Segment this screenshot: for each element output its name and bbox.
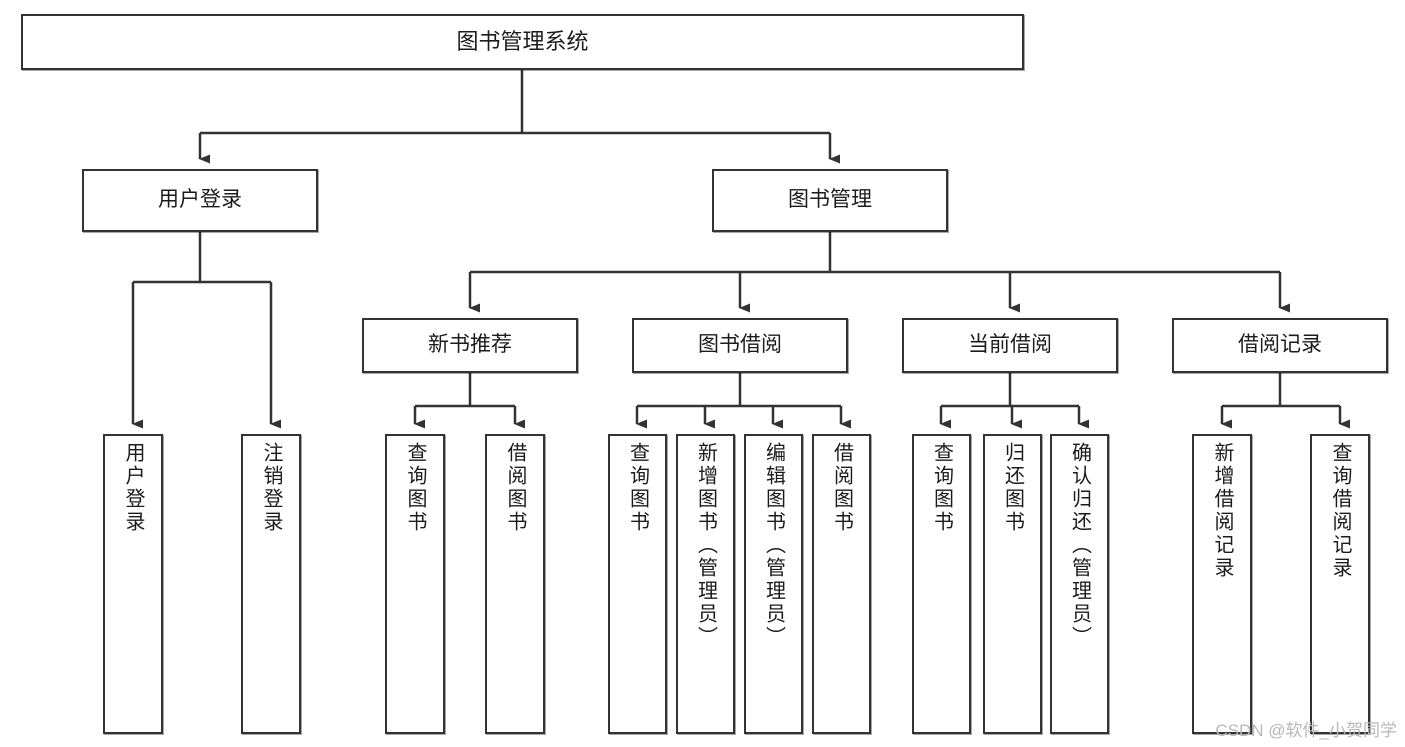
node-current-borrow[interactable]: 当前借阅 xyxy=(902,318,1118,373)
node-current-borrow-label: 当前借阅 xyxy=(968,333,1052,357)
leaf-borrow-book[interactable]: 借阅图书 xyxy=(812,434,871,734)
leaf-query-book-borrow[interactable]: 查询图书 xyxy=(608,434,667,734)
leaf-borrow-book-label: 借阅图书 xyxy=(830,442,853,534)
node-root[interactable]: 图书管理系统 xyxy=(21,14,1024,70)
leaf-borrow-book-recommend[interactable]: 借阅图书 xyxy=(485,434,545,734)
leaf-confirm-return-admin[interactable]: 确认归还（管理员） xyxy=(1050,434,1109,734)
leaf-return-book[interactable]: 归还图书 xyxy=(983,434,1042,734)
leaf-query-book-recommend[interactable]: 查询图书 xyxy=(385,434,445,734)
leaf-logout[interactable]: 注销登录 xyxy=(241,434,301,734)
node-borrow-record[interactable]: 借阅记录 xyxy=(1172,318,1388,373)
leaf-user-login[interactable]: 用户登录 xyxy=(103,434,163,734)
leaf-add-borrow-record[interactable]: 新增借阅记录 xyxy=(1192,434,1252,734)
leaf-logout-label: 注销登录 xyxy=(260,442,282,534)
node-user-login[interactable]: 用户登录 xyxy=(82,169,318,232)
leaf-user-login-label: 用户登录 xyxy=(122,442,144,534)
node-borrow-record-label: 借阅记录 xyxy=(1238,333,1322,357)
leaf-edit-book-admin-label: 编辑图书（管理员） xyxy=(762,442,785,649)
node-book-borrow-label: 图书借阅 xyxy=(698,333,782,357)
leaf-query-book-current-label: 查询图书 xyxy=(930,442,953,534)
leaf-add-borrow-record-label: 新增借阅记录 xyxy=(1211,442,1233,580)
node-root-label: 图书管理系统 xyxy=(456,29,589,55)
node-book-borrow[interactable]: 图书借阅 xyxy=(632,318,848,373)
leaf-query-book-current[interactable]: 查询图书 xyxy=(912,434,971,734)
leaf-return-book-label: 归还图书 xyxy=(1001,442,1024,534)
node-new-book-recommend[interactable]: 新书推荐 xyxy=(362,318,578,373)
node-book-management[interactable]: 图书管理 xyxy=(712,169,948,232)
node-user-login-label: 用户登录 xyxy=(158,188,242,212)
leaf-confirm-return-admin-label: 确认归还（管理员） xyxy=(1068,442,1091,649)
leaf-borrow-book-recommend-label: 借阅图书 xyxy=(504,442,526,534)
node-book-management-label: 图书管理 xyxy=(788,188,872,212)
node-new-book-recommend-label: 新书推荐 xyxy=(428,333,512,357)
leaf-edit-book-admin[interactable]: 编辑图书（管理员） xyxy=(744,434,803,734)
leaf-query-borrow-record[interactable]: 查询借阅记录 xyxy=(1310,434,1370,734)
leaf-add-book-admin[interactable]: 新增图书（管理员） xyxy=(676,434,735,734)
csdn-watermark: CSDN @软件_小贺同学 xyxy=(1215,721,1397,740)
leaf-query-borrow-record-label: 查询借阅记录 xyxy=(1329,442,1351,580)
leaf-query-book-borrow-label: 查询图书 xyxy=(626,442,649,534)
leaf-add-book-admin-label: 新增图书（管理员） xyxy=(694,442,717,649)
leaf-query-book-recommend-label: 查询图书 xyxy=(404,442,426,534)
